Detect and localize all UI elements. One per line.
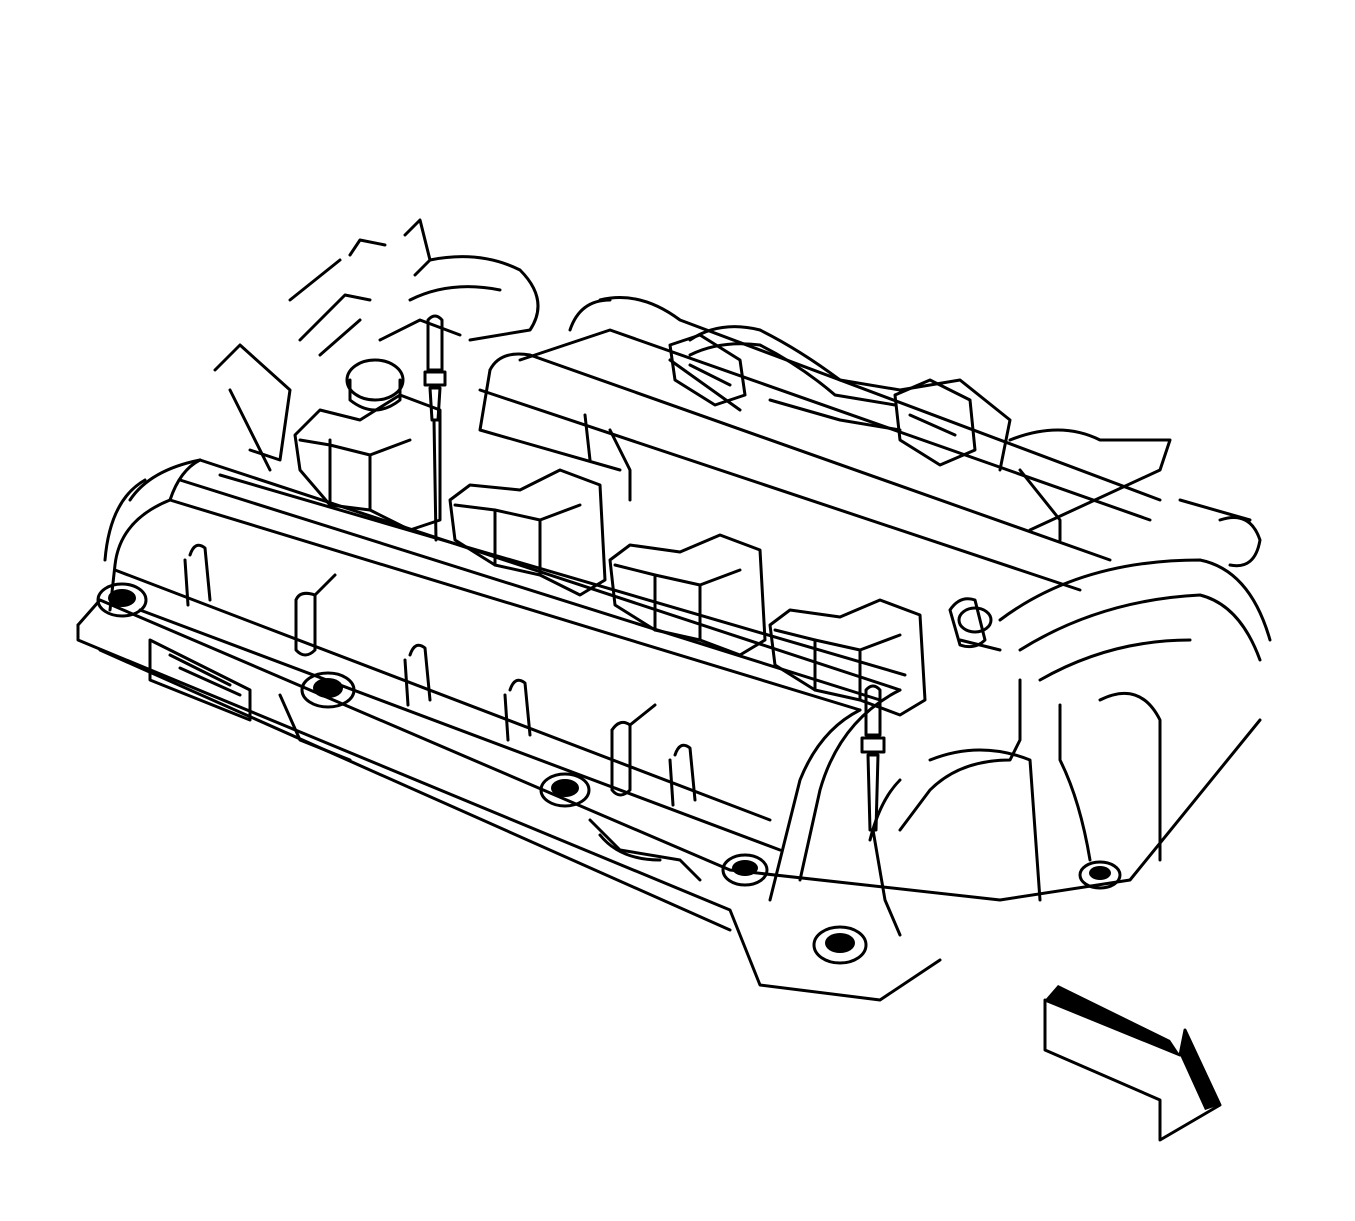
camshaft-cover-rear [478,296,1162,592]
direction-arrow-icon [1043,985,1222,1142]
cover-bolt-4 [721,853,769,887]
wiring-harness [668,325,1172,542]
cover-stud-4 [610,703,657,797]
ignition-coil-3 [608,533,767,657]
cover-stud-2 [860,684,902,937]
cover-bolt-1 [96,582,148,618]
sensor-fitting [948,597,987,649]
camshaft-cover-front [103,458,907,902]
ignition-coil-2 [448,468,607,597]
cylinder-head-base [76,598,1262,1002]
ignition-coil-4 [768,598,927,717]
ignition-coil-1 [293,393,442,532]
intake-manifold-runners [868,498,1272,902]
cover-stud-1 [423,314,447,542]
cover-bolt-2 [300,671,356,709]
cover-bolt-3 [539,772,591,808]
cover-bolt-6 [1078,860,1122,890]
cover-stud-3 [294,573,337,657]
connector-rear-1 [668,333,747,407]
connector-rear-2 [893,378,977,467]
intake-fitting-area [213,218,540,472]
oil-fill-cap [345,358,405,412]
cover-bolt-7 [957,606,993,634]
cover-bolt-5 [812,925,868,965]
